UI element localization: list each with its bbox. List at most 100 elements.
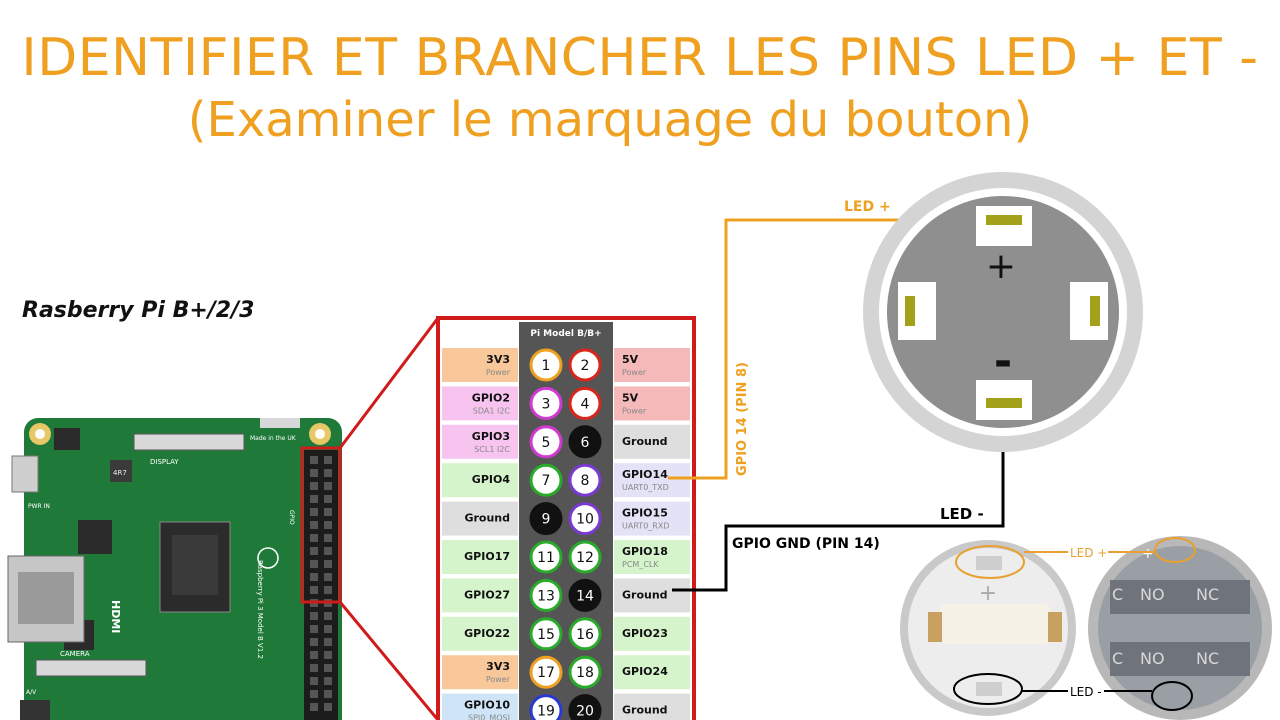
pin-name-left: GPIO10 — [464, 699, 510, 712]
pin-name-right: Ground — [622, 435, 668, 448]
pin-name-left: Ground — [464, 512, 510, 525]
header-pin — [310, 482, 318, 490]
pin-circle — [568, 386, 602, 420]
zoom-line-top — [338, 317, 440, 449]
header-pin — [324, 560, 332, 568]
raspberry-pi-board: DISPLAY Made in the UK PWR IN 4R7 HDMI C… — [7, 418, 342, 720]
board-label: Rasberry Pi B+/2/3 — [22, 298, 255, 323]
display-connector — [133, 433, 245, 451]
pin-label-bg — [614, 424, 690, 459]
pin-name-left: GPIO17 — [464, 550, 510, 563]
header-pin — [310, 469, 318, 477]
terminal-plus — [976, 206, 1032, 246]
pin-number: 4 — [581, 396, 590, 412]
wire-led-plus — [668, 218, 990, 480]
header-pin — [324, 547, 332, 555]
pin-number: 17 — [537, 665, 555, 681]
av-jack — [20, 700, 50, 720]
pin-sub-right: PCM_CLK — [622, 560, 659, 569]
silk-gpio: GPIO — [288, 510, 295, 525]
pin-number: 15 — [537, 627, 555, 643]
header-pin — [324, 573, 332, 581]
pin-circle — [568, 502, 602, 536]
pin-name-right: 5V — [622, 391, 639, 404]
wire-label-gpio14: GPIO 14 (PIN 8) — [735, 362, 750, 476]
pin-sub-right: UART0_TXD — [622, 483, 669, 492]
pin-name-right: Ground — [622, 704, 668, 717]
header-pin — [310, 573, 318, 581]
inductor — [54, 428, 80, 450]
gpio-header — [304, 450, 338, 720]
pin-label-bg — [614, 693, 690, 720]
header-pin — [324, 508, 332, 516]
pin-label-bg — [614, 348, 690, 382]
header-pin — [310, 508, 318, 516]
pin-sub-left: Power — [486, 368, 511, 377]
pin-name-left: GPIO22 — [464, 627, 510, 640]
pin-circle — [529, 694, 563, 720]
pin-label-bg — [614, 578, 690, 613]
main-title: IDENTIFIER ET BRANCHER LES PINS LED + ET… — [21, 28, 1259, 88]
wire-label-gnd: GPIO GND (PIN 14) — [732, 536, 880, 552]
silk-hdmi: HDMI — [109, 600, 122, 633]
header-pin — [324, 664, 332, 672]
pin-number: 9 — [542, 512, 551, 528]
header-pin — [324, 534, 332, 542]
pin-label-bg — [442, 348, 518, 382]
silk-display: DISPLAY — [150, 458, 179, 466]
pin-label-bg — [614, 616, 690, 651]
header-pin — [324, 469, 332, 477]
button-body — [887, 196, 1119, 428]
photo-plus-mark: + — [979, 581, 997, 606]
pin-label-bg — [614, 540, 690, 574]
header-pin — [310, 612, 318, 620]
pin-circle — [568, 463, 602, 497]
pin-name-left: GPIO3 — [472, 430, 510, 443]
pin-name-right: Ground — [622, 588, 668, 601]
pin-number: 10 — [576, 512, 594, 528]
pin-name-left: 3V3 — [486, 353, 510, 366]
pin-name-right: GPIO23 — [622, 627, 668, 640]
pin-label-bg — [614, 501, 690, 536]
pin-label-bg — [442, 386, 518, 421]
highlight-led-minus-right — [1151, 681, 1193, 711]
pin-label-bg — [442, 501, 518, 536]
camera-connector — [35, 659, 147, 677]
terminal-right — [1070, 282, 1108, 340]
header-pin — [310, 495, 318, 503]
pin-circle — [568, 617, 602, 651]
pin-name-left: GPIO4 — [472, 473, 511, 486]
header-pin — [310, 560, 318, 568]
pinout-title: Pi Model B/B+ — [530, 329, 601, 339]
pin-label-bg — [442, 655, 518, 690]
photo-label-led-minus: LED - — [1070, 685, 1102, 699]
plus-symbol: + — [986, 246, 1016, 287]
pin-label-bg — [442, 463, 518, 498]
highlight-led-plus — [955, 545, 1025, 579]
pin-sub-right: Power — [622, 368, 647, 377]
header-pin — [324, 677, 332, 685]
chip — [78, 520, 112, 554]
pin-number: 3 — [542, 396, 551, 412]
pin-label-bg — [442, 424, 518, 459]
pin-circle — [529, 386, 563, 420]
header-pin — [324, 456, 332, 464]
pin-sub-right: Power — [622, 406, 647, 415]
silk-pwr-in: PWR IN — [28, 503, 50, 510]
pin-number: 6 — [581, 435, 590, 451]
pin-number: 18 — [576, 665, 594, 681]
header-pin — [310, 521, 318, 529]
pin-name-left: GPIO2 — [472, 391, 510, 404]
pin-number: 19 — [537, 704, 555, 720]
pin-label-bg — [614, 463, 690, 498]
header-pin — [310, 703, 318, 711]
silk-av: A/V — [26, 689, 37, 696]
wire-label-led-plus: LED + — [844, 199, 891, 215]
pin-sub-left: SPI0_MOSI — [468, 714, 510, 720]
highlight-led-plus-right — [1154, 537, 1196, 563]
pin-name-right: GPIO14 — [622, 468, 668, 481]
pin-label-bg — [442, 693, 518, 720]
minus-symbol: - — [994, 336, 1012, 387]
button-photo-left: + — [900, 540, 1076, 716]
button-photo-right: C NO NC C NO NC + — [1088, 536, 1272, 720]
